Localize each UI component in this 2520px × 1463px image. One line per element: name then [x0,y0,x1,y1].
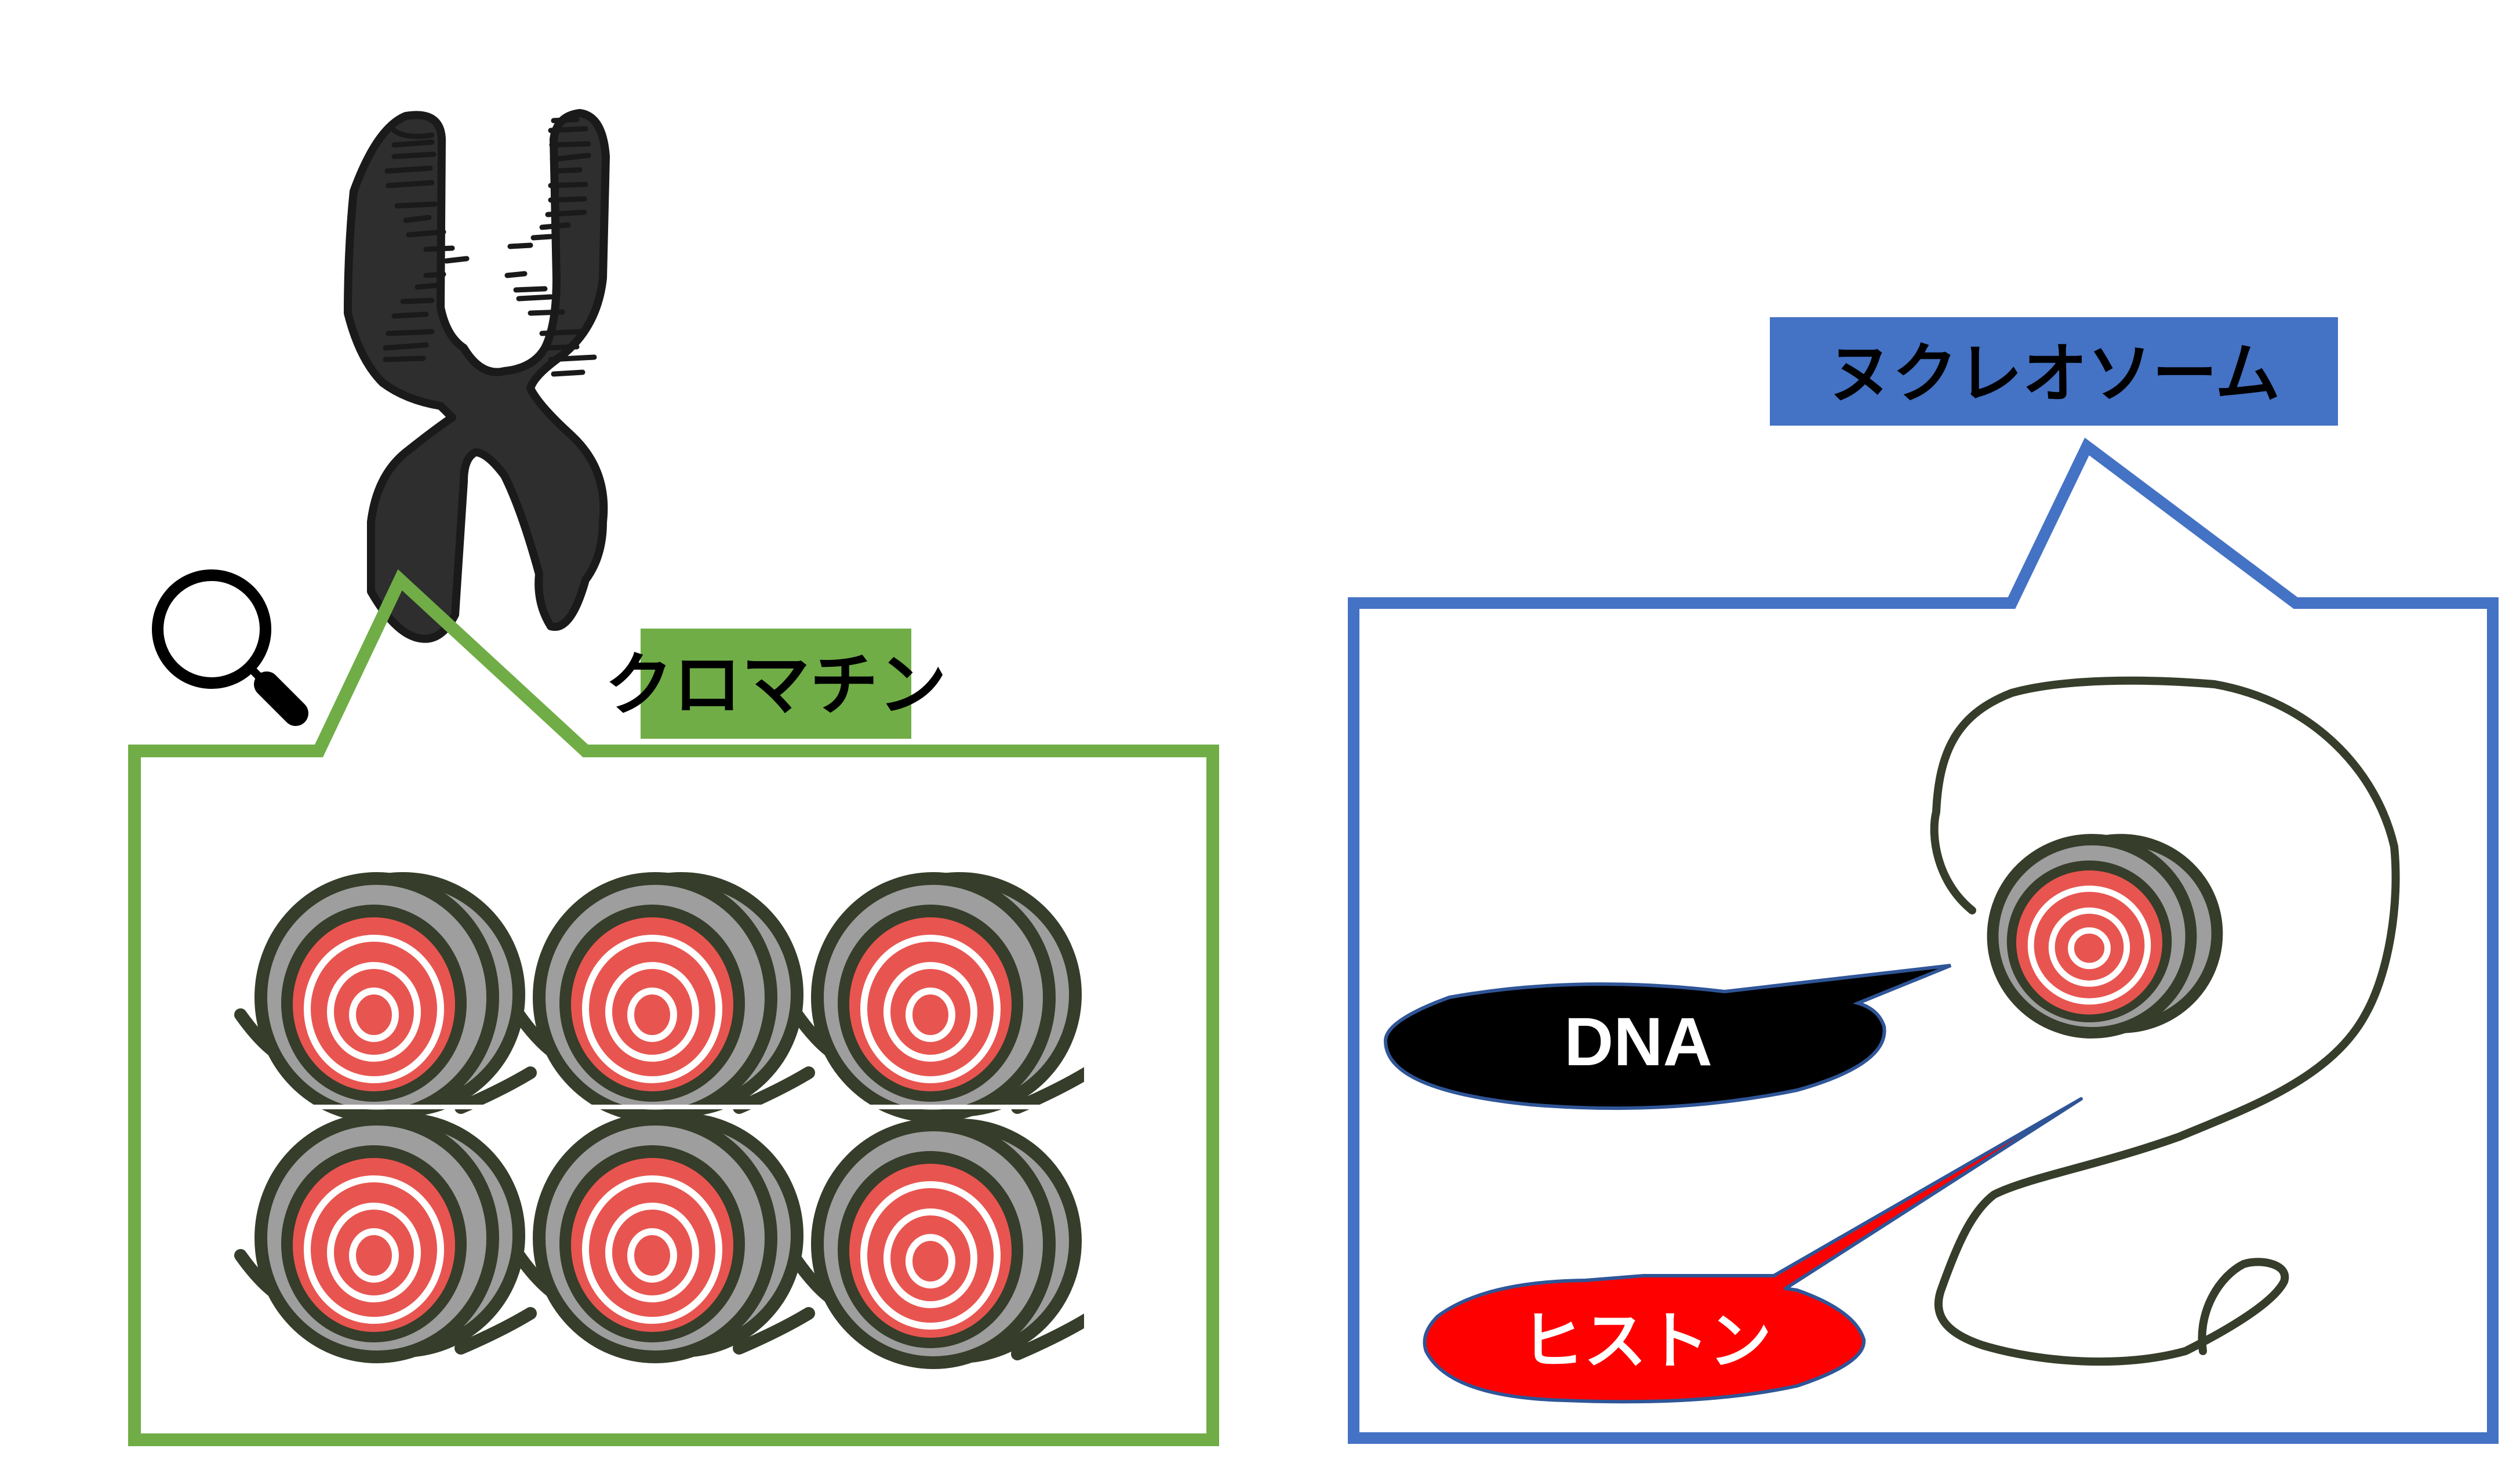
nucleosome-r1-c2 [519,878,809,1116]
dna-callout: DNA [1383,964,1952,1110]
nucleosome-label: ヌクレオソーム [1770,317,2338,426]
chromatin-label-text: クロマチン [605,645,947,725]
magnifier-icon [152,569,308,726]
dna-molecule [1934,782,1988,910]
nucleosome-callout-frame [1348,437,2499,1444]
nucleosome-r1-c3 [797,878,1087,1116]
nucleosome-r1-c1 [241,878,530,1116]
dna-strand-line-stroke [1930,676,2400,1366]
nucleosome-label-bg [1770,317,2338,426]
dna-callout-text: DNA [1564,1004,1712,1080]
chromatin-callout-frame [128,569,1219,1446]
chromatin-label: クロマチン [605,629,947,739]
nucleosome-detail [1930,676,2400,1366]
histone-callout-text: ヒストン [1521,1306,1772,1376]
nucleosome-r2-c3 [797,1125,1087,1363]
nucleosome-label-text: ヌクレオソーム [1828,336,2281,412]
chromatin-nucleosome-grid [238,870,1200,1380]
nucleosome-r2-c1 [241,1119,530,1357]
dna-callout-shape [1383,964,1952,1110]
histone-callout-shape [1423,1097,2083,1404]
chromatin-label-bg [641,629,911,739]
chromosome-icon [344,109,610,643]
nucleosome-r2-c2 [519,1119,809,1357]
histone-callout: ヒストン [1423,1097,2083,1404]
